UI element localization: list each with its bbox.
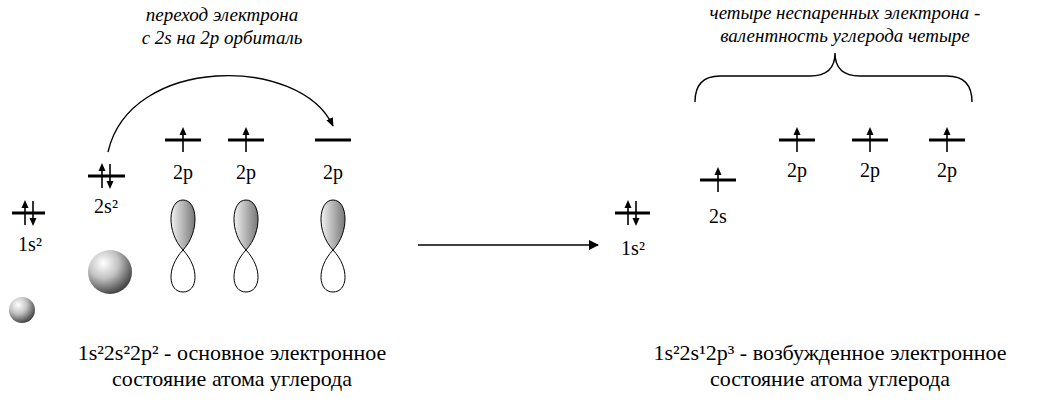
orbital-label: 2p	[236, 160, 256, 184]
energy-level	[615, 212, 650, 215]
curly-brace	[695, 53, 972, 102]
p-orbital-lobe	[171, 250, 195, 292]
energy-level	[12, 212, 45, 215]
valence-note: четыре неспаренных электрона - валентнос…	[710, 2, 981, 48]
orbital-label: 2p	[937, 158, 957, 182]
transition-note: переход электрона с 2s на 2p орбиталь	[142, 4, 303, 50]
s-orbital	[9, 297, 35, 323]
electron-down	[633, 201, 640, 226]
p-orbital-lobe	[321, 250, 345, 292]
orbital-label: 1s²	[621, 236, 645, 260]
energy-level	[315, 139, 351, 142]
state-caption: 1s²2s²2p² - основное электронное состоян…	[78, 340, 387, 393]
orbital-label: 2s	[709, 204, 727, 228]
reaction-arrow	[418, 244, 598, 245]
p-orbital-lobe	[171, 200, 195, 250]
electron-down	[30, 201, 37, 226]
orbital-label: 1s²	[18, 232, 42, 256]
s-orbital	[88, 250, 132, 294]
electron-down	[107, 164, 114, 189]
electron-up	[867, 127, 874, 152]
orbital-label: 2p	[173, 160, 193, 184]
p-orbital-lobe	[234, 200, 258, 250]
electron-up	[794, 127, 801, 152]
electron-up	[944, 127, 951, 152]
p-orbital-lobe	[321, 200, 345, 250]
orbital-label: 2s²	[94, 194, 118, 218]
electron-up	[715, 167, 722, 192]
energy-level	[88, 175, 125, 178]
electron-up	[625, 200, 632, 225]
p-orbital-lobe	[234, 250, 258, 292]
electron-up	[180, 127, 187, 152]
transition-arrow	[108, 76, 333, 152]
orbital-label: 2p	[323, 160, 343, 184]
electron-up	[22, 200, 29, 225]
electron-up	[243, 127, 250, 152]
orbital-label: 2p	[860, 158, 880, 182]
state-caption: 1s²2s¹2p³ - возбужденное электронное сос…	[653, 340, 1006, 393]
orbital-label: 2p	[787, 158, 807, 182]
electron-up	[99, 163, 106, 188]
